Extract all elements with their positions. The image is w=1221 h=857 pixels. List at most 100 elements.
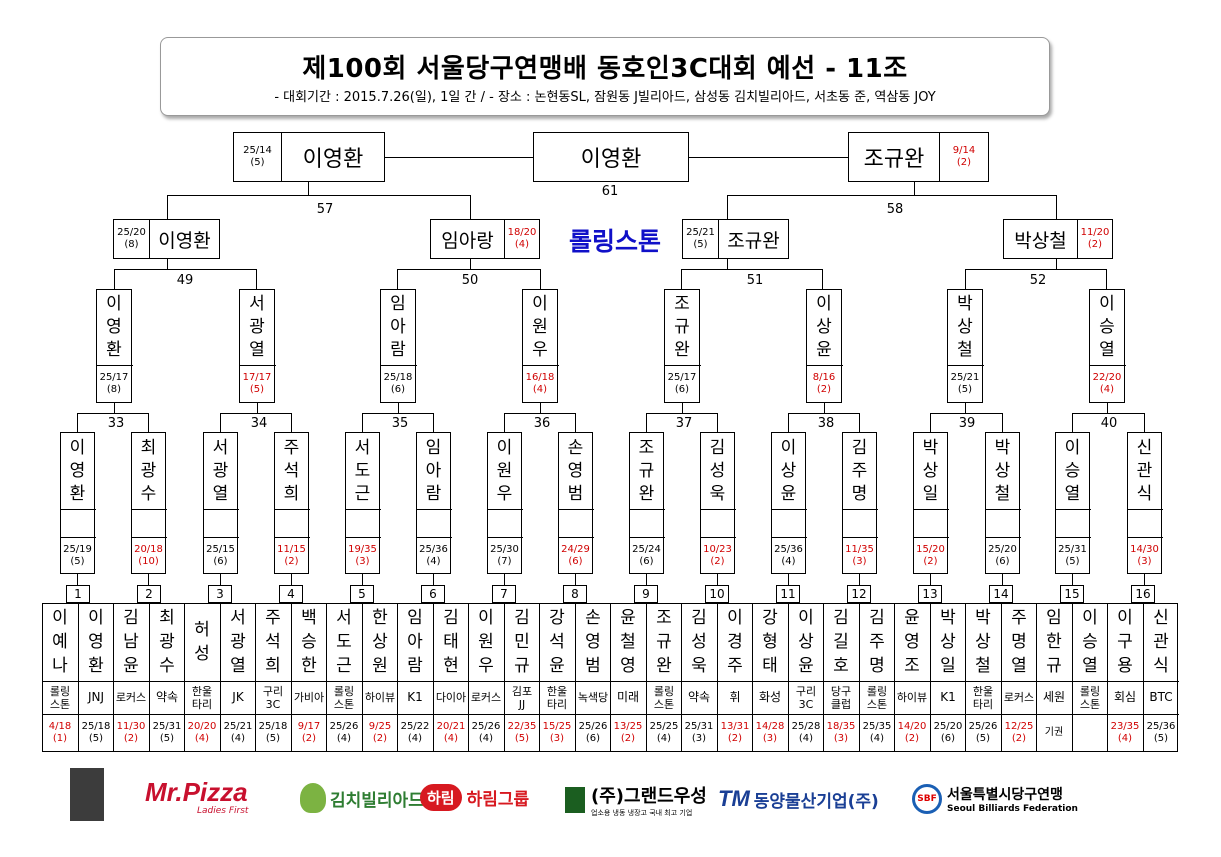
club-text: JNJ <box>87 690 105 704</box>
player-score: 11/30(2) <box>114 715 148 751</box>
grid-col-line <box>326 603 327 752</box>
grid-col-line <box>965 603 966 752</box>
grid-col-line <box>717 603 718 752</box>
innings-value: (2) <box>123 733 139 744</box>
score-value: 22/20 <box>1092 372 1122 383</box>
header-box: 제100회 서울당구연맹배 동호인3C대회 예선 - 11조 - 대회기간 : … <box>160 37 1050 116</box>
quarter-match-number: 50 <box>461 272 479 288</box>
semi-right-name: 임아랑 <box>441 229 494 252</box>
bracket-line <box>397 269 398 289</box>
round2-divider <box>913 509 949 510</box>
player-club: 휘 <box>718 682 752 713</box>
player-club: 롤링스톤 <box>860 682 894 713</box>
round2-divider <box>1127 509 1163 510</box>
round2-match-number: 40 <box>1100 415 1118 431</box>
round2-match-number: 36 <box>533 415 551 431</box>
player-club: 로커스 <box>1002 682 1036 713</box>
score-value: 25/17 <box>667 372 697 383</box>
innings-value: (7) <box>497 555 512 567</box>
bracket-line <box>220 574 221 585</box>
player-score: 25/25(4) <box>647 715 681 751</box>
quarter-connector <box>397 269 541 270</box>
score-value: 25/19 <box>63 543 92 555</box>
player-score: 13/31(2) <box>718 715 752 751</box>
round1-number-box <box>421 585 445 603</box>
innings-value: (10) <box>138 555 159 567</box>
round2-divider <box>771 537 807 538</box>
round2-divider <box>131 509 167 510</box>
round2-divider <box>771 509 807 510</box>
score-value: 25/24 <box>632 543 661 555</box>
score-value: 17/17 <box>242 372 272 383</box>
round2-match-number: 34 <box>250 415 268 431</box>
round2-divider <box>558 537 594 538</box>
quarter-divider <box>96 365 133 366</box>
bracket-line <box>1072 413 1073 432</box>
bracket-line <box>1056 195 1057 219</box>
dongyang-mark: TM <box>718 786 750 811</box>
dongyang-text: 동양물산기업(주) <box>753 791 879 812</box>
round2-name: 임아람 <box>417 433 450 509</box>
innings-value: (5) <box>693 239 708 250</box>
round1-match-number: 10 <box>709 587 725 601</box>
innings-value: (2) <box>816 384 832 395</box>
club-text: 회심 <box>1113 690 1137 704</box>
final-right-name: 조규완 <box>863 147 925 172</box>
score-value: 25/21 <box>950 372 980 383</box>
player-score: 12/25(2) <box>1002 715 1036 751</box>
grid-col-line <box>823 603 824 752</box>
round2-score: 25/19(5) <box>61 538 94 573</box>
bracket-line <box>822 269 823 289</box>
name-text: 조규완 <box>674 294 690 360</box>
club-text: 로커스 <box>1003 691 1035 704</box>
club-text: 롤링스톤 <box>1079 684 1101 711</box>
round2-match-number: 37 <box>675 415 693 431</box>
round1-number-box <box>847 585 871 603</box>
innings-value: (5) <box>957 384 973 395</box>
round1-number-box <box>137 585 161 603</box>
score-value: 11/35 <box>845 543 874 555</box>
semi-right-score: 18/20(4) <box>505 220 539 258</box>
round2-name: 이영환 <box>61 433 94 509</box>
grid-col-line <box>220 603 221 752</box>
bracket-line <box>965 403 966 413</box>
round2-connector <box>646 413 718 414</box>
name-text: 박상일 <box>940 608 956 676</box>
bracket-line <box>433 574 434 585</box>
innings-value: (3) <box>691 733 707 744</box>
name-text: 윤영조 <box>904 608 920 676</box>
round1-match-number: 8 <box>571 587 579 601</box>
innings-value: (6) <box>585 733 601 744</box>
innings-value: (4) <box>656 733 672 744</box>
score-value: 16/18 <box>525 372 555 383</box>
semi-left-box <box>682 219 789 259</box>
grid-col-line <box>575 603 576 752</box>
round2-divider <box>416 537 452 538</box>
score-value: 18/35 <box>826 721 856 732</box>
innings-value: (5) <box>249 384 265 395</box>
score-value: 8/16 <box>812 372 836 383</box>
round2-score: 20/18(10) <box>132 538 165 573</box>
round2-score: 25/31(5) <box>1056 538 1089 573</box>
innings-value: (5) <box>265 733 281 744</box>
player-name: 임한규 <box>1037 604 1071 680</box>
round2-score: 24/29(6) <box>559 538 592 573</box>
bracket-line <box>291 413 292 432</box>
player-club: 미래 <box>611 682 645 713</box>
mrpizza-subtext: Ladies First <box>197 806 249 816</box>
club-text: 약속 <box>155 690 179 704</box>
player-name: 이상윤 <box>789 604 823 680</box>
name-text: 이상윤 <box>798 608 814 676</box>
rolling-stone-label: 롤링스톤 <box>568 227 661 256</box>
score-value: 25/31 <box>1058 543 1087 555</box>
score-value: 25/14 <box>243 145 272 156</box>
round1-match-number: 3 <box>216 587 224 601</box>
score-value: 11/15 <box>277 543 306 555</box>
score-value: 13/31 <box>720 721 750 732</box>
player-name: 김길호 <box>824 604 858 680</box>
score-value: 25/21 <box>223 721 253 732</box>
grid-col-line <box>610 603 611 752</box>
innings-value: (2) <box>956 157 972 168</box>
federation-en-text: Seoul Billiards Federation <box>947 804 1078 814</box>
player-name: 이영환 <box>79 604 113 680</box>
